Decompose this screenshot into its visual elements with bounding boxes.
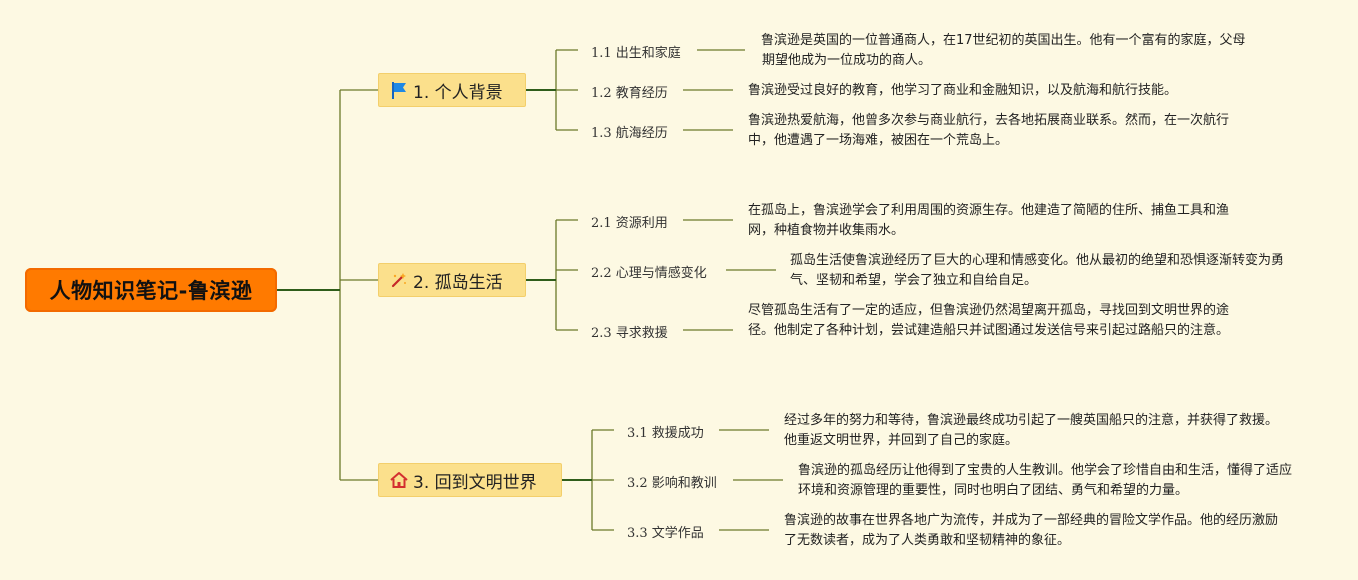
branch-personal-background[interactable]: 1. 个人背景 <box>378 73 526 107</box>
note-psychology: 孤岛生活使鲁滨逊经历了巨大的心理和情感变化。他从最初的绝望和恐惧逐渐转变为勇气、… <box>790 253 1285 288</box>
branch-return-civilization[interactable]: 3. 回到文明世界 <box>378 463 562 497</box>
note-literature: 鲁滨逊的故事在世界各地广为流传，并成为了一部经典的冒险文学作品。他的经历激励了无… <box>784 513 1279 548</box>
note-birth-family: 鲁滨逊是英国的一位普通商人，在17世纪初的英国出生。他有一个富有的家庭，父母期望… <box>761 33 1246 68</box>
branch-label: 1. 个人背景 <box>413 82 503 103</box>
subtopic-sailing[interactable]: 1.3 航海经历 <box>591 126 668 141</box>
magic-wand-icon <box>389 270 409 290</box>
root-topic[interactable]: 人物知识笔记-鲁滨逊 <box>25 268 277 312</box>
subtopic-impact-lessons[interactable]: 3.2 影响和教训 <box>627 476 717 491</box>
branch-label: 2. 孤岛生活 <box>413 272 503 293</box>
note-resources: 在孤岛上，鲁滨逊学会了利用周围的资源生存。他建造了简陋的住所、捕鱼工具和渔网，种… <box>748 203 1230 238</box>
subtopic-education[interactable]: 1.2 教育经历 <box>591 86 668 101</box>
branch-island-life[interactable]: 2. 孤岛生活 <box>378 263 526 297</box>
note-impact-lessons: 鲁滨逊的孤岛经历让他得到了宝贵的人生教训。他学会了珍惜自由和生活，懂得了适应环境… <box>798 463 1293 498</box>
branch-label: 3. 回到文明世界 <box>413 472 537 493</box>
subtopic-birth-family[interactable]: 1.1 出生和家庭 <box>591 46 681 61</box>
flag-icon <box>389 80 409 100</box>
home-icon <box>389 470 409 490</box>
note-seek-rescue: 尽管孤岛生活有了一定的适应，但鲁滨逊仍然渴望离开孤岛，寻找回到文明世界的途径。他… <box>748 303 1230 338</box>
note-education: 鲁滨逊受过良好的教育，他学习了商业和金融知识，以及航海和航行技能。 <box>748 83 1178 98</box>
subtopic-rescue-success[interactable]: 3.1 救援成功 <box>627 426 704 441</box>
subtopic-resources[interactable]: 2.1 资源利用 <box>591 216 668 231</box>
subtopic-literature[interactable]: 3.3 文学作品 <box>627 526 704 541</box>
subtopic-seek-rescue[interactable]: 2.3 寻求救援 <box>591 326 668 341</box>
note-sailing: 鲁滨逊热爱航海，他曾多次参与商业航行，去各地拓展商业联系。然而，在一次航行中，他… <box>748 113 1230 148</box>
note-rescue-success: 经过多年的努力和等待，鲁滨逊最终成功引起了一艘英国船只的注意，并获得了救援。他重… <box>784 413 1279 448</box>
subtopic-psychology[interactable]: 2.2 心理与情感变化 <box>591 266 707 281</box>
